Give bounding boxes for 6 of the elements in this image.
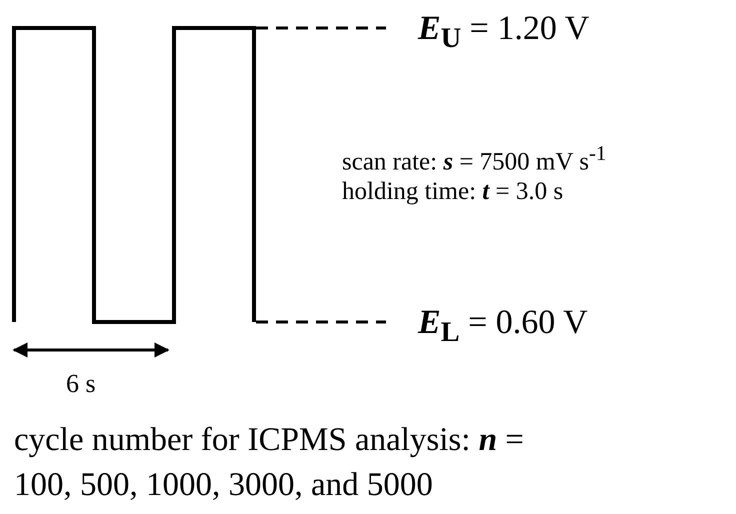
lower-potential-label: E$_{L}$ = 0.60 V: [418, 304, 588, 348]
duration-label: 6 s: [66, 370, 96, 399]
upper-potential-label: E$_{U}$ = 1.20 V: [418, 10, 590, 54]
cycle-number-note: cycle number for ICPMS analysis: n = 100, 500, 1000, 3000, and 5000: [14, 421, 525, 505]
scan-rate-label: scan rate: s = 7500 mV s$^{-1}$: [342, 142, 606, 176]
holding-time-label: holding time: t = 3.0 s: [342, 178, 564, 206]
